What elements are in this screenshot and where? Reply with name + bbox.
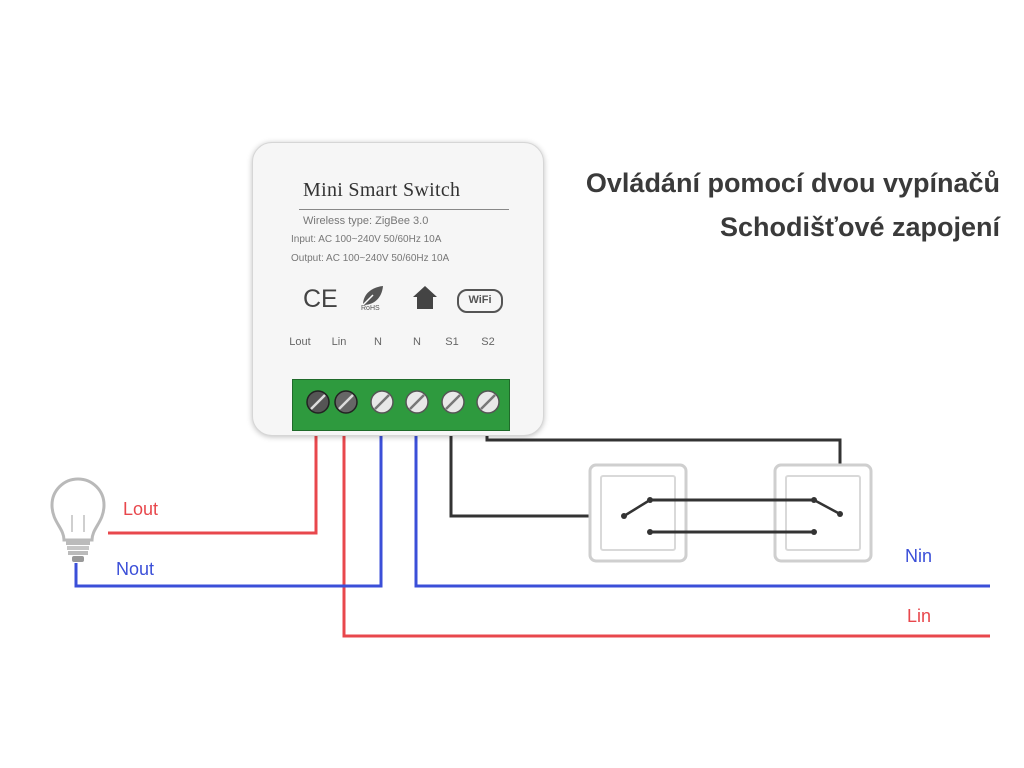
screw-icon: [370, 390, 394, 414]
wire-label-lin: Lin: [907, 606, 932, 626]
spec-input: Input: AC 100~240V 50/60Hz 10A: [291, 234, 442, 245]
wire-label-nout: Nout: [116, 559, 155, 579]
diagram-title: Ovládání pomocí dvou vypínačů: [579, 168, 1000, 199]
terminal-label-s1: S1: [445, 336, 459, 348]
terminal-block: [292, 379, 510, 431]
terminal-label-n2: N: [413, 336, 421, 348]
wire-nin: [414, 400, 990, 588]
wire-s1: [449, 400, 624, 518]
screw-icon: [306, 390, 330, 414]
rohs-leaf-icon: RoHS: [357, 283, 387, 317]
diagram-subtitle: Schodišťové zapojení: [720, 212, 1000, 242]
wire-label-nin: Nin: [905, 546, 933, 566]
terminal-label-s2: S2: [481, 336, 495, 348]
wire-nout: [74, 400, 383, 588]
device-divider: [299, 209, 509, 210]
screw-icon: [405, 390, 429, 414]
spec-wireless: Wireless type: ZigBee 3.0: [303, 215, 429, 227]
light-bulb-icon: [50, 477, 106, 562]
ce-mark-icon: CE: [303, 285, 338, 313]
terminal-label-lout: Lout: [289, 336, 311, 348]
wall-switch-icon: [588, 463, 688, 563]
wifi-badge-icon: WiFi: [457, 289, 503, 313]
terminal-label-n1: N: [374, 336, 382, 348]
wire-lout: [108, 400, 318, 535]
wall-switch-icon: [773, 463, 873, 563]
screw-icon: [334, 390, 358, 414]
smart-switch-module: Mini Smart Switch Wireless type: ZigBee …: [252, 142, 544, 436]
wire-label-lout: Lout: [123, 499, 159, 519]
screw-icon: [441, 390, 465, 414]
wire-lin: [342, 400, 990, 638]
spec-output: Output: AC 100~240V 50/60Hz 10A: [291, 253, 450, 264]
rohs-label: RoHS: [361, 305, 380, 312]
device-title: Mini Smart Switch: [303, 179, 461, 201]
terminal-label-lin: Lin: [331, 336, 347, 348]
screw-icon: [476, 390, 500, 414]
home-icon: [411, 284, 439, 315]
